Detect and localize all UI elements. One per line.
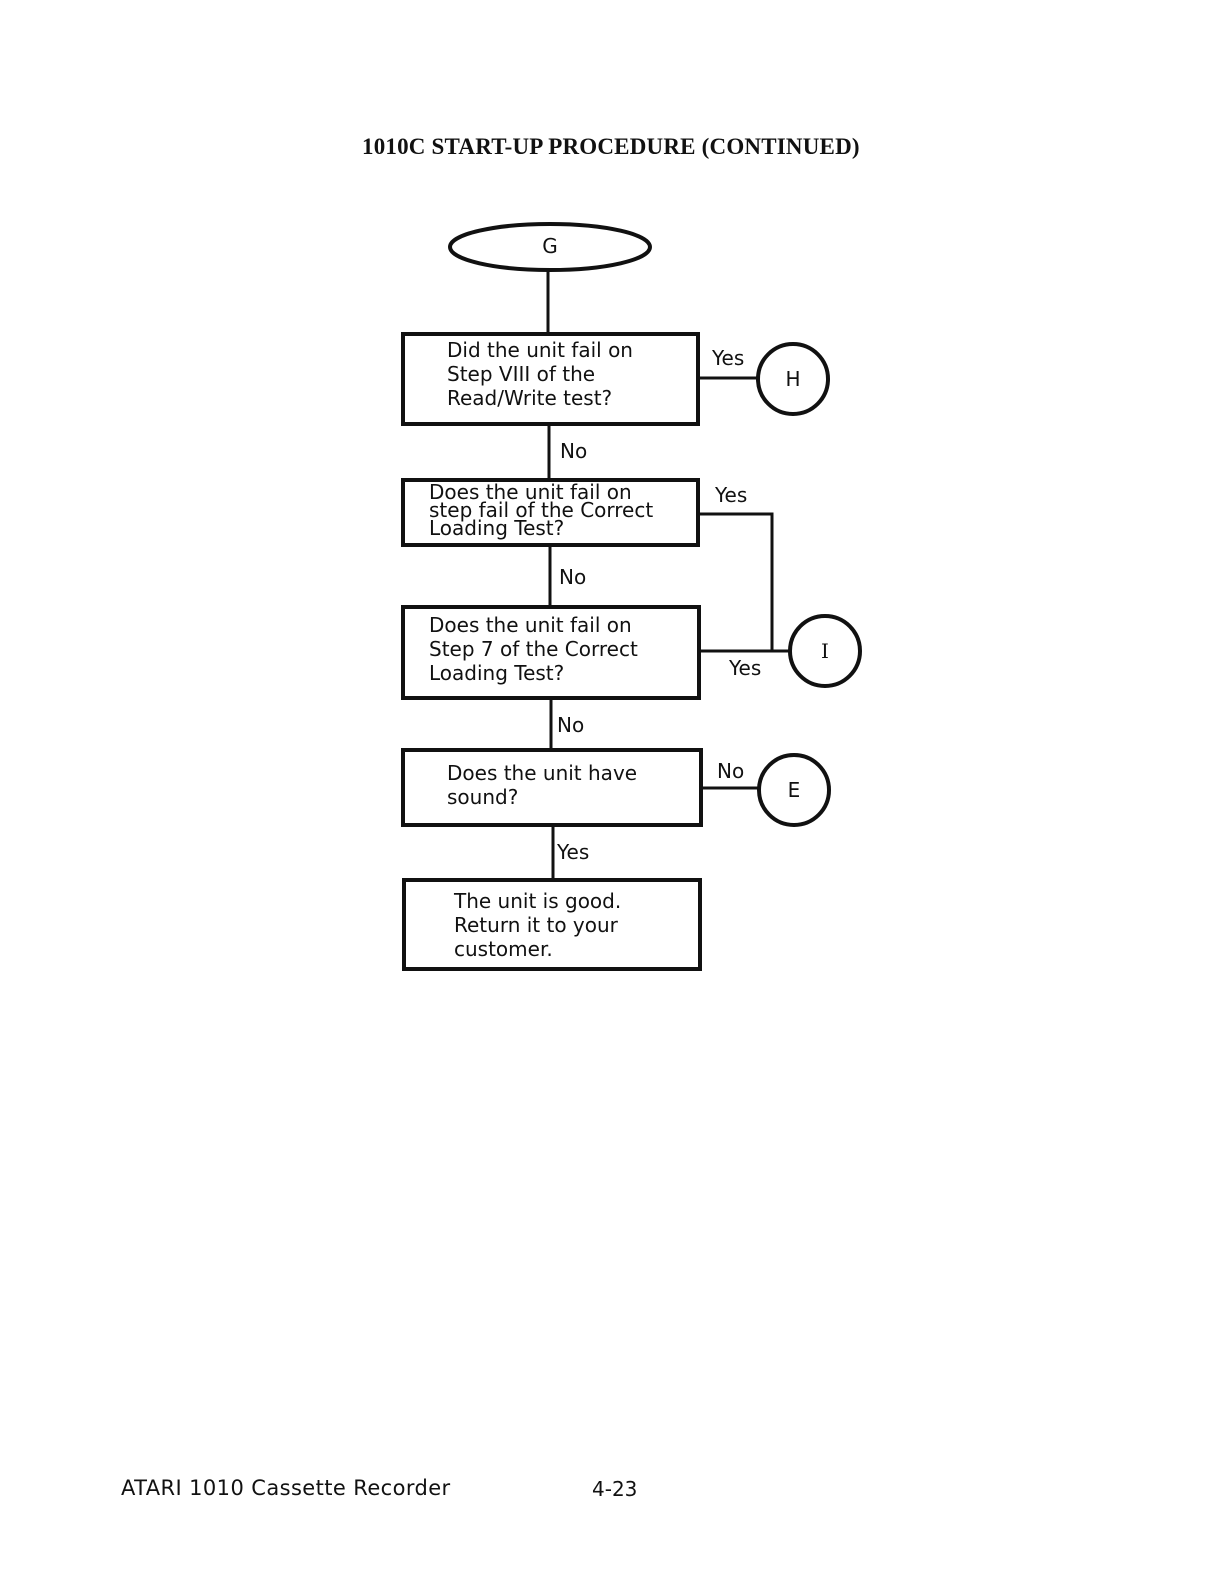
connector-circle-e [757, 753, 831, 827]
d1-no-label: No [560, 439, 588, 463]
page-number: 4-23 [592, 1477, 638, 1501]
decision-1-text: Did the unit fail on Step VIII of the Re… [447, 338, 633, 410]
d1-yes-label: Yes [712, 346, 745, 370]
branch-d2-to-i [698, 512, 774, 651]
d3-no-label: No [557, 713, 585, 737]
decision-4-text: Does the unit have sound? [447, 761, 638, 809]
decision-3-text: Does the unit fail on Step 7 of the Corr… [429, 613, 638, 685]
connector-i-label: I [821, 639, 829, 663]
connector-circle-i [788, 614, 862, 688]
d2-no-label: No [559, 565, 587, 589]
decision-2-text: Does the unit fail on step fail of the C… [429, 480, 654, 540]
connector-e-label: E [787, 778, 801, 802]
d2-yes-label: Yes [715, 483, 748, 507]
start-terminator [448, 222, 652, 272]
start-label: G [542, 234, 558, 258]
footer-product-name: ATARI 1010 Cassette Recorder [121, 1476, 451, 1500]
connector-circle-h [756, 342, 830, 416]
end-box [402, 878, 702, 971]
d3-yes-label: Yes [729, 656, 762, 680]
d4-yes-label: Yes [557, 840, 590, 864]
d4-no-label: No [717, 759, 745, 783]
connector-h-label: H [785, 367, 801, 391]
page-title: 1010C START-UP PROCEDURE (CONTINUED) [362, 134, 860, 159]
end-text: The unit is good. Return it to your cust… [454, 889, 622, 961]
